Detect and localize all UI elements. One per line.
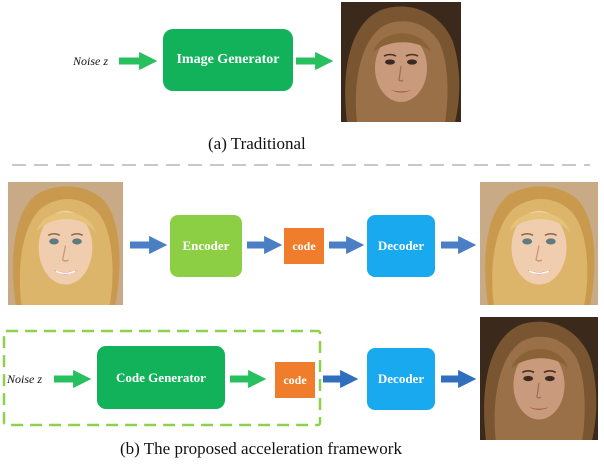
code-box-2: code [275, 362, 315, 398]
image-generator-label: Image Generator [176, 52, 280, 67]
encoder-label: Encoder [182, 238, 230, 253]
code-generator-box: Code Generator [97, 346, 225, 409]
caption-traditional: (a) Traditional [208, 134, 306, 153]
code-label-2: code [283, 372, 307, 387]
image-generator-box: Image Generator [163, 29, 293, 91]
noise-z-label: Noise z [73, 54, 109, 68]
decoder-box-2: Decoder [367, 348, 435, 410]
code-box: code [284, 228, 324, 264]
decoder-label-2: Decoder [377, 371, 425, 386]
decoder-label: Decoder [377, 238, 425, 253]
caption-proposed: (b) The proposed acceleration framework [120, 439, 402, 458]
face-portrait-generated-icon-2 [480, 317, 598, 440]
decoder-box: Decoder [367, 215, 435, 277]
noise-z-label-2: Noise z [7, 372, 43, 386]
code-label: code [292, 238, 316, 253]
encoder-box: Encoder [170, 215, 242, 277]
code-generator-label: Code Generator [116, 369, 206, 385]
